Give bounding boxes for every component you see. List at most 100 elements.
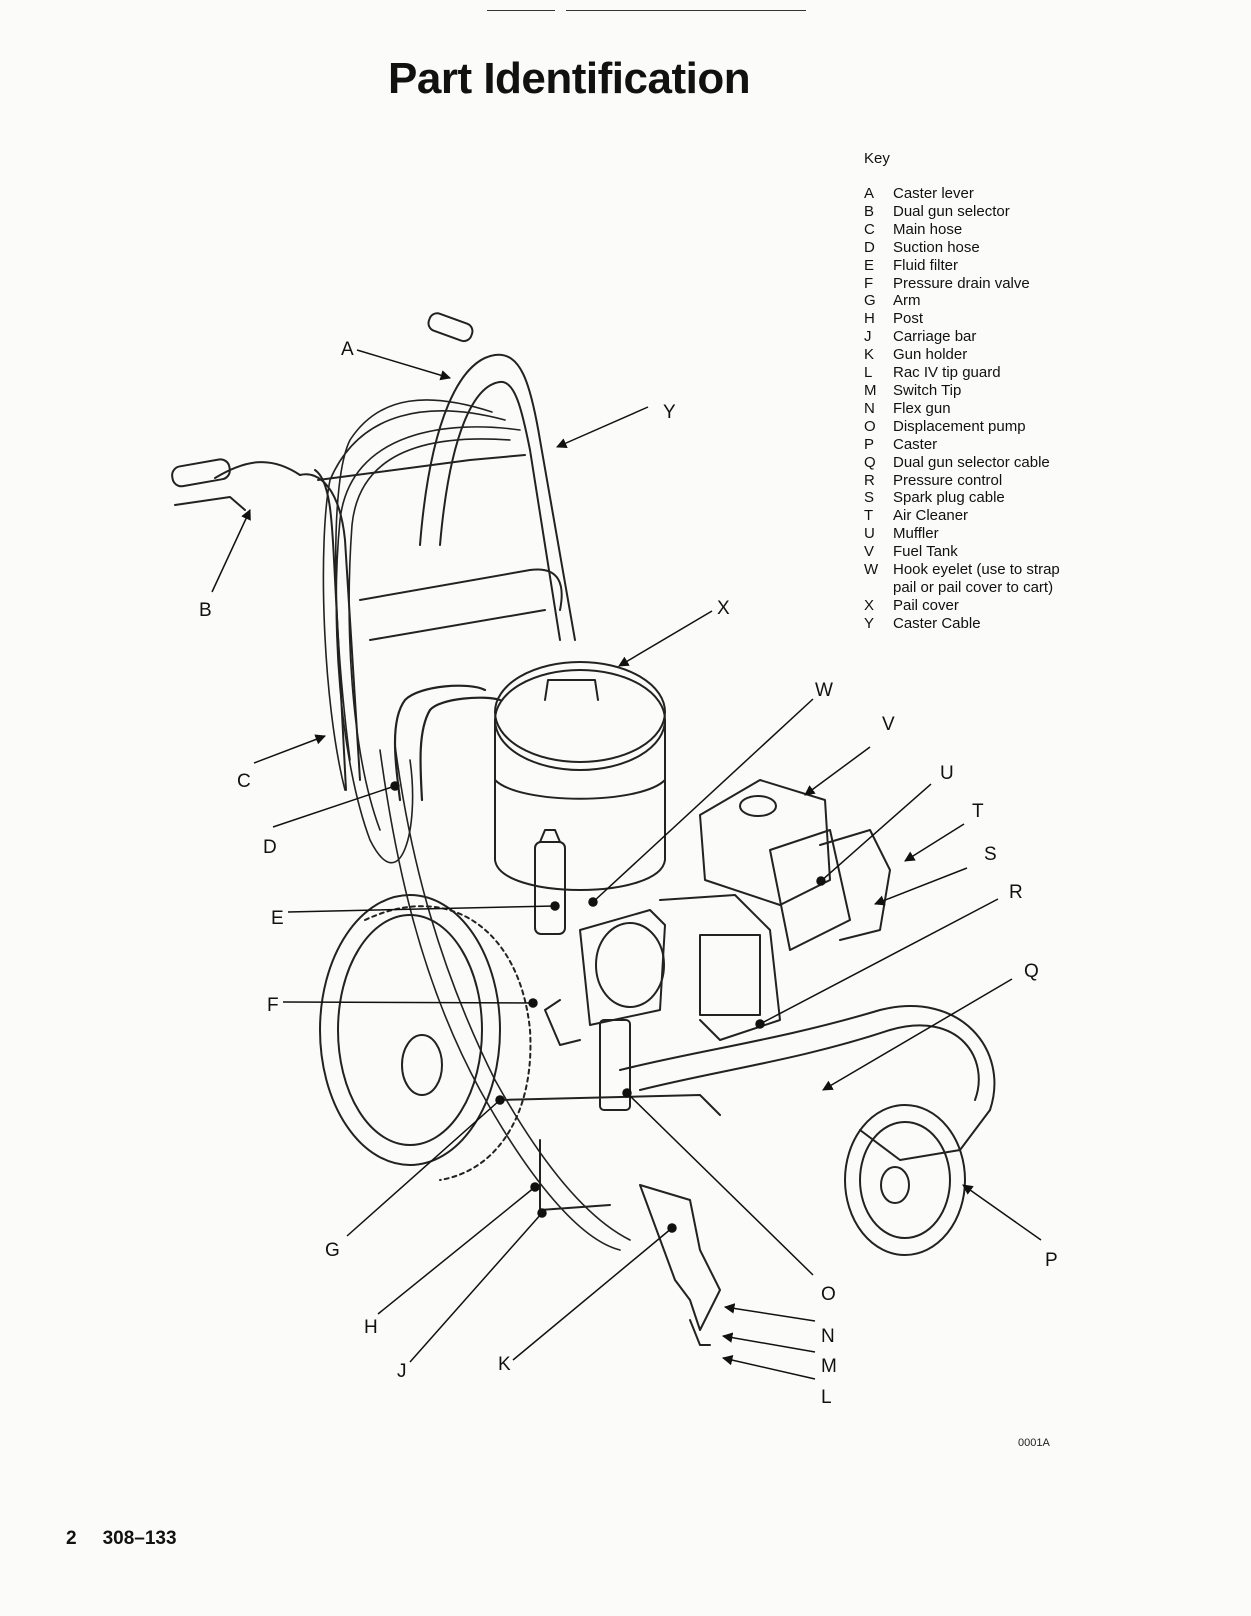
- top-rule-right: [566, 10, 806, 11]
- key-letter: E: [864, 256, 875, 274]
- key-description: Post: [893, 310, 924, 328]
- callout-K: K: [498, 1354, 511, 1375]
- callout-E: E: [271, 908, 284, 929]
- key-item: U Muffler: [864, 525, 1083, 543]
- key-letter: M: [864, 381, 877, 399]
- key-description: Rac IV tip guard: [893, 364, 1001, 382]
- key-description: Switch Tip: [893, 381, 962, 399]
- key-letter: W: [864, 561, 879, 579]
- key-description: Dual gun selector cable: [893, 453, 1050, 471]
- cart-frame: [299, 353, 576, 791]
- key-letter: P: [864, 435, 875, 453]
- key-item: G Arm: [864, 292, 1083, 310]
- callout-H: H: [364, 1317, 378, 1338]
- key-item: D Suction hose: [864, 239, 1083, 257]
- key-description: Arm: [893, 292, 921, 310]
- key-description: Pressure control: [893, 471, 1003, 489]
- front-caster-wheel: [844, 1104, 966, 1256]
- key-item: Y Caster Cable: [864, 615, 1083, 633]
- key-letter: N: [864, 399, 875, 417]
- key-description: Fuel Tank: [893, 543, 958, 561]
- callout-M: M: [821, 1356, 837, 1377]
- key-description: Flex gun: [893, 399, 951, 417]
- key-letter: B: [864, 202, 875, 220]
- key-letter: Y: [864, 614, 875, 632]
- key-description: Pressure drain valve: [893, 274, 1030, 292]
- callout-N: N: [821, 1326, 835, 1347]
- figure-code: 0001A: [1018, 1437, 1050, 1449]
- handles: [171, 312, 474, 511]
- key-description: Muffler: [893, 525, 939, 543]
- key-description: Displacement pump: [893, 417, 1026, 435]
- callout-B: B: [199, 600, 212, 621]
- callout-S: S: [984, 844, 997, 865]
- callout-Y: Y: [663, 402, 676, 423]
- key-letter: R: [864, 471, 875, 489]
- key-item: F Pressure drain valve: [864, 275, 1083, 293]
- key-letter: H: [864, 310, 875, 328]
- callout-W: W: [815, 680, 833, 701]
- key-item: X Pail cover: [864, 597, 1083, 615]
- callout-T: T: [972, 801, 984, 822]
- key-description: Main hose: [893, 220, 963, 238]
- rear-wheel: [319, 894, 532, 1181]
- key-item: T Air Cleaner: [864, 507, 1083, 525]
- page-title: Part Identification: [388, 54, 751, 103]
- callout-V: V: [882, 714, 895, 735]
- key-description: Caster lever: [893, 185, 974, 202]
- key-description: Fluid filter: [893, 256, 959, 274]
- spray-guns: [544, 999, 721, 1346]
- key-item: N Flex gun: [864, 400, 1083, 418]
- suction-tube: [393, 684, 502, 802]
- key-item: V Fuel Tank: [864, 543, 1083, 561]
- page-footer: 2 308–133: [66, 1528, 177, 1550]
- sprayer-illustration: [171, 312, 996, 1346]
- callout-J: J: [397, 1361, 407, 1382]
- key-letter: T: [864, 507, 874, 525]
- key-item: W Hook eyelet (use to strap pail or pail …: [864, 561, 1083, 597]
- page-number: 2: [66, 1528, 77, 1549]
- key-letter: G: [864, 292, 876, 310]
- key-letter: K: [864, 346, 875, 364]
- key-item: R Pressure control: [864, 472, 1083, 490]
- key-title: Key: [864, 150, 890, 167]
- key-letter: X: [864, 596, 875, 614]
- key-description: Air Cleaner: [893, 507, 969, 525]
- callout-C: C: [237, 771, 251, 792]
- key-letter: L: [864, 364, 873, 382]
- callout-D: D: [263, 837, 277, 858]
- key-item: M Switch Tip: [864, 382, 1083, 400]
- key-letter: F: [864, 274, 874, 292]
- key-letter: D: [864, 238, 875, 256]
- key-letter: V: [864, 543, 875, 561]
- key-letter: A: [864, 185, 875, 202]
- callout-X: X: [717, 598, 730, 619]
- key-letter: Q: [864, 453, 876, 471]
- key-description: Suction hose: [893, 238, 980, 256]
- key-description: Carriage bar: [893, 328, 977, 346]
- key-item: L Rac IV tip guard: [864, 364, 1083, 382]
- pump-assembly: [579, 894, 781, 1111]
- callout-labels: A B C D E F G H J K L M N O P Q R S T U …: [199, 339, 1058, 1408]
- top-rule-left: [487, 10, 555, 11]
- callout-F: F: [267, 995, 279, 1016]
- key-description: Hook eyelet (use to strap pail or pail c…: [893, 561, 1060, 596]
- key-letter: C: [864, 220, 875, 238]
- key-description: Pail cover: [893, 596, 959, 614]
- doc-number: 308–133: [102, 1528, 177, 1549]
- key-description: Spark plug cable: [893, 489, 1005, 507]
- key-item: Q Dual gun selector cable: [864, 454, 1083, 472]
- key-letter: J: [864, 328, 872, 346]
- engine: [699, 779, 891, 951]
- key-description: Caster Cable: [893, 614, 981, 632]
- key-item: A Caster lever: [864, 185, 1083, 203]
- key-letter: U: [864, 525, 875, 543]
- callout-Q: Q: [1024, 961, 1039, 982]
- key-item: E Fluid filter: [864, 257, 1083, 275]
